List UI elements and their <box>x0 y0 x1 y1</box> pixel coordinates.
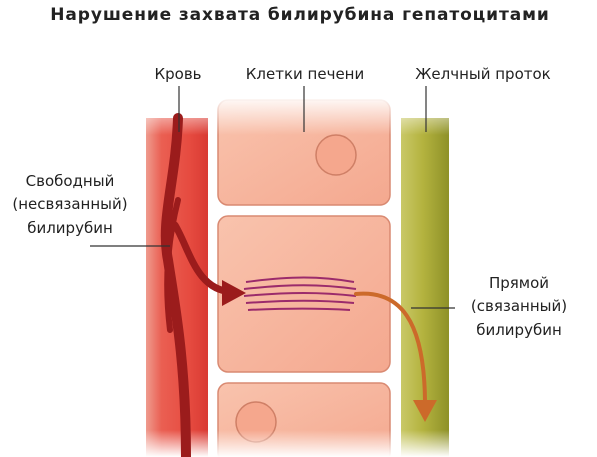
diagram-title: Нарушение захвата билирубина гепатоцитам… <box>50 5 549 25</box>
conjugated-bilirubin-flow <box>354 291 427 402</box>
label-bile-duct: Желчный проток <box>415 65 550 83</box>
label-liver-cells: Клетки печени <box>246 65 364 83</box>
fade-top <box>140 95 460 135</box>
conjugation-lines <box>243 276 357 311</box>
uptake-arrow-head <box>222 280 246 306</box>
label-free-bilirubin-line1: Свободный <box>26 172 115 190</box>
leader-lines <box>90 86 455 309</box>
label-direct-bilirubin-line2: (связанный) <box>471 297 567 315</box>
label-free-bilirubin-line3: билирубин <box>27 219 113 237</box>
bilirubin-uptake-flow <box>171 221 236 296</box>
fade-bottom <box>140 430 460 457</box>
bilirubin-strand-branch <box>164 197 181 333</box>
conjugated-arrow-head <box>413 400 437 422</box>
label-direct-bilirubin-line3: билирубин <box>476 321 562 339</box>
label-free-bilirubin-line2: (несвязанный) <box>12 195 127 213</box>
liver-cell-nucleus-top <box>315 134 357 176</box>
label-direct-bilirubin-line1: Прямой <box>489 274 549 292</box>
label-blood: Кровь <box>154 65 201 83</box>
